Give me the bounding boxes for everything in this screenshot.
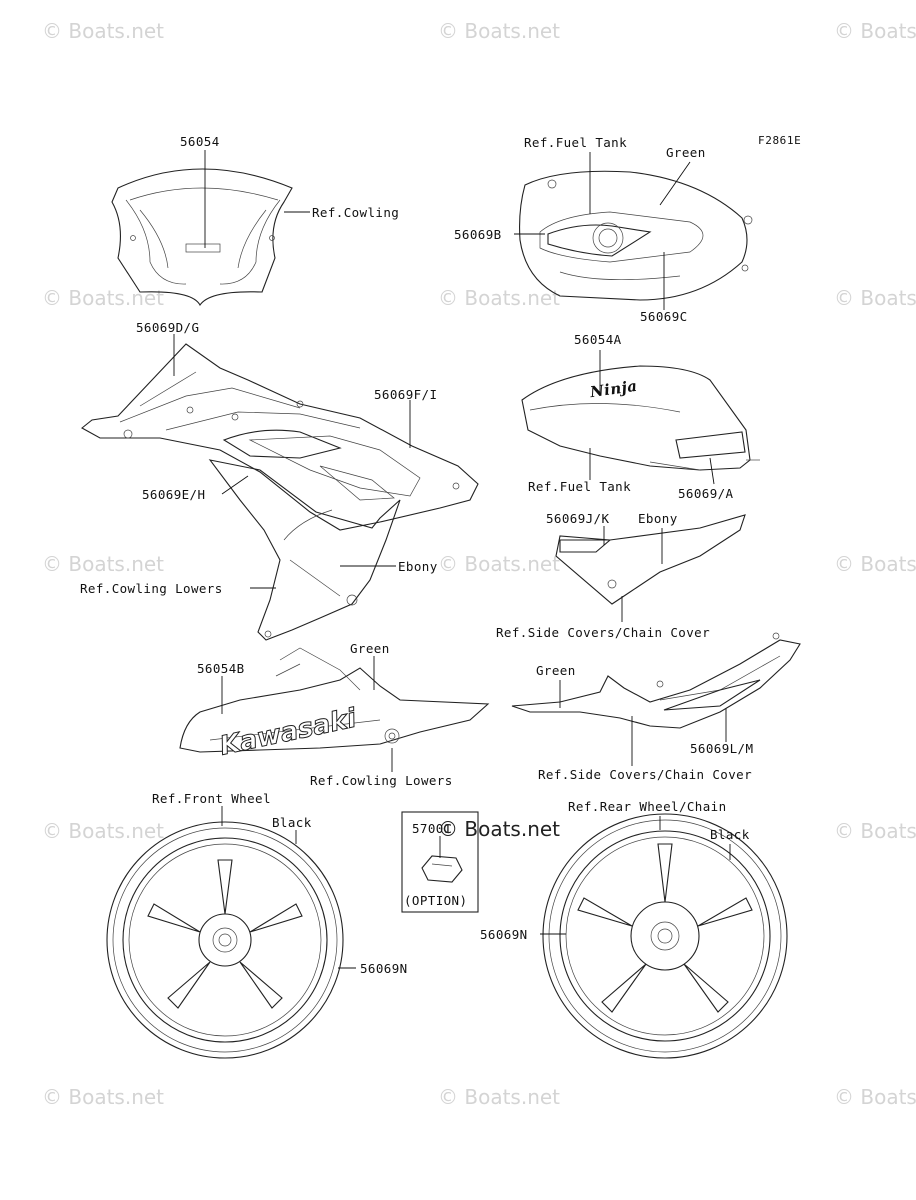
ref-cowling-lowers-label-2: Ref.Cowling Lowers: [310, 773, 453, 788]
watermark: © Boats.net: [42, 286, 165, 310]
watermark: © Boats.net: [834, 286, 916, 310]
part-number-56069c: 56069C: [640, 309, 688, 324]
ref-side-covers-label: Ref.Side Covers/Chain Cover: [496, 625, 710, 640]
kawasaki-decal-text: Kawasaki: [217, 703, 360, 761]
color-green-label: Green: [666, 145, 706, 160]
part-number-56054b: 56054B: [197, 661, 245, 676]
cowling-lower-drawing: [208, 459, 401, 641]
center-watermark: © Boats.net: [438, 817, 561, 841]
part-number-56069lm: 56069L/M: [690, 741, 754, 756]
part-number-56069eh: 56069E/H: [142, 487, 206, 502]
part-number-56054: 56054: [180, 134, 220, 149]
watermark: © Boats.net: [438, 552, 561, 576]
watermark: © Boats.net: [42, 19, 165, 43]
part-number-56069n-front: 56069N: [360, 961, 408, 976]
ref-cowling-lowers-label: Ref.Cowling Lowers: [80, 581, 223, 596]
cowling-upper-drawing: [81, 343, 479, 531]
part-number-56069b: 56069B: [454, 227, 502, 242]
ref-rear-wheel-label: Ref.Rear Wheel/Chain: [568, 799, 727, 814]
ref-cowling-label: Ref.Cowling: [312, 205, 400, 220]
lower-cowling-kawasaki-drawing: [179, 647, 490, 753]
watermark: © Boats.net: [834, 819, 916, 843]
option-label: (OPTION): [404, 893, 468, 908]
part-number-56069fi: 56069F/I: [374, 387, 438, 402]
watermark: © Boats.net: [438, 19, 561, 43]
clip-part-drawing: [421, 855, 463, 883]
color-black-front-label: Black: [272, 815, 312, 830]
rear-wheel-drawing: [542, 813, 788, 1059]
windscreen-drawing: [111, 168, 293, 307]
ref-front-wheel-label: Ref.Front Wheel: [152, 791, 271, 806]
watermark: © Boats.net: [438, 286, 561, 310]
watermark: © Boats.net: [834, 552, 916, 576]
ref-fuel-tank-label-2: Ref.Fuel Tank: [528, 479, 632, 494]
ref-side-covers-label-2: Ref.Side Covers/Chain Cover: [538, 767, 752, 782]
watermark: © Boats.net: [834, 19, 916, 43]
part-number-56069a: 56069/A: [678, 486, 734, 501]
side-cover-drawing: [555, 514, 746, 605]
front-wheel-drawing: [106, 821, 344, 1059]
color-ebony-label: Ebony: [398, 559, 438, 574]
option-box: [401, 811, 479, 913]
side-cover-lower-drawing: [511, 632, 801, 729]
watermark: © Boats.net: [438, 1085, 561, 1109]
ref-fuel-tank-label: Ref.Fuel Tank: [524, 135, 628, 150]
part-number-56054a: 56054A: [574, 332, 622, 347]
color-green-lower-label: Green: [350, 641, 390, 656]
part-number-57001: 57001: [412, 821, 452, 836]
part-number-56069n-rear: 56069N: [480, 927, 528, 942]
watermark: © Boats.net: [42, 552, 165, 576]
part-number-56069jk: 56069J/K: [546, 511, 610, 526]
color-black-rear-label: Black: [710, 827, 750, 842]
watermark: © Boats.net: [42, 819, 165, 843]
fuel-tank-side-drawing: [521, 365, 760, 471]
part-number-56069dg: 56069D/G: [136, 320, 200, 335]
color-ebony-side-label: Ebony: [638, 511, 678, 526]
figure-code: F2861E: [758, 134, 802, 147]
color-green-side-label: Green: [536, 663, 576, 678]
watermark: © Boats.net: [42, 1085, 165, 1109]
fuel-tank-top-drawing: [519, 170, 753, 301]
watermark: © Boats.net: [834, 1085, 916, 1109]
